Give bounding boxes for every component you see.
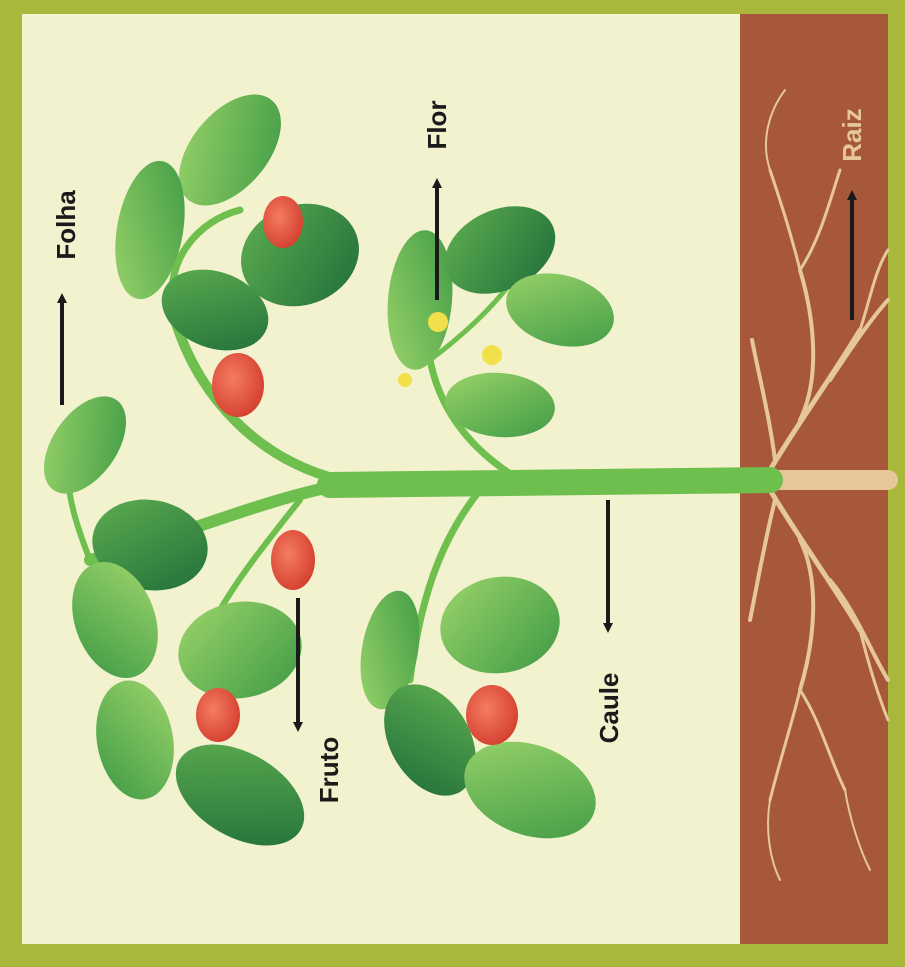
flower xyxy=(398,373,412,387)
fruto-label: Fruto xyxy=(314,737,344,803)
folha-label: Folha xyxy=(51,190,81,260)
fruit xyxy=(196,688,240,742)
fruit xyxy=(271,530,315,590)
fruit xyxy=(466,685,518,745)
fruit xyxy=(212,353,264,417)
raiz-label: Raiz xyxy=(837,108,867,161)
caule-label: Caule xyxy=(594,673,624,744)
flor-label: Flor xyxy=(422,100,452,149)
flower xyxy=(428,312,448,332)
fruit xyxy=(263,196,303,248)
flower xyxy=(482,345,502,365)
